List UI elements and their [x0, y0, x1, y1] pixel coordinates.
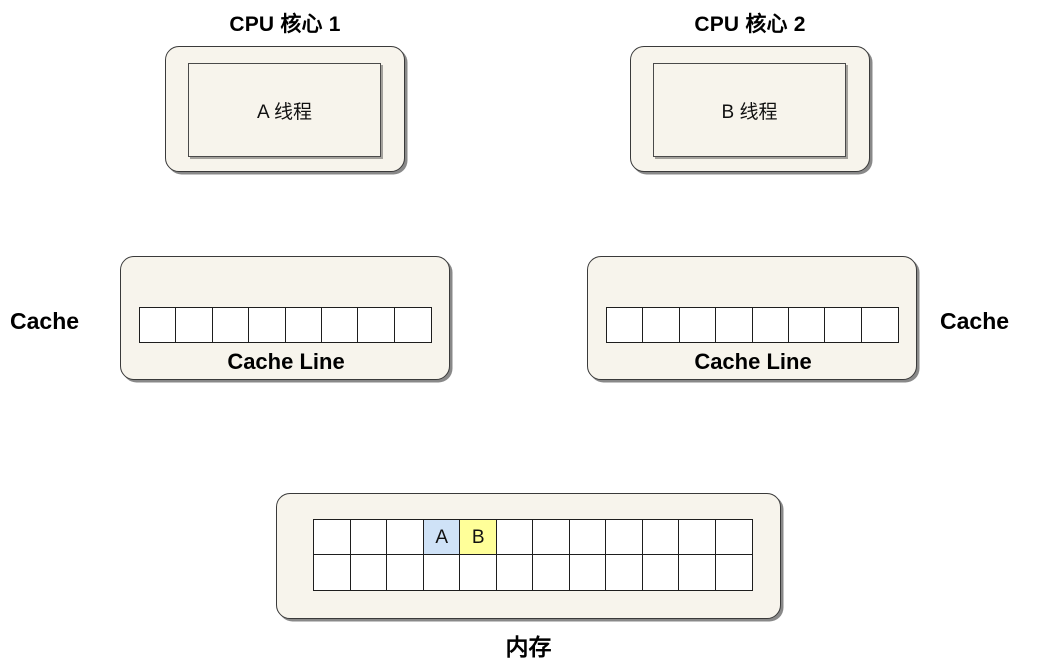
memory-cell-b: B [459, 519, 498, 556]
cache-cell [751, 307, 790, 343]
memory-cell [459, 554, 498, 592]
thread-a-box: A 线程 [188, 63, 381, 157]
memory-cell [349, 519, 388, 556]
memory-cell [349, 554, 388, 592]
cache-cell [824, 307, 863, 343]
cache-cell [642, 307, 681, 343]
cache-left-line-label: Cache Line [227, 349, 345, 374]
cache-cell [139, 307, 178, 343]
cache-cell [678, 307, 717, 343]
cache-right-side-label: Cache [940, 308, 1010, 334]
memory-cell [532, 519, 571, 556]
cache-cell [393, 307, 432, 343]
memory-cell [605, 554, 644, 592]
cache-left-side-label: Cache [10, 308, 80, 334]
memory-cell [714, 554, 754, 592]
memory-cell [313, 519, 352, 556]
memory-cell [641, 554, 680, 592]
memory-cell [422, 554, 461, 592]
cache-right: Cache Line [587, 256, 917, 380]
core-2-title: CPU 核心 2 [694, 13, 806, 36]
cache-cell [321, 307, 360, 343]
cache-right-line-label: Cache Line [694, 349, 812, 374]
memory-cell [313, 554, 352, 592]
cache-left-line [139, 307, 432, 343]
cache-cell [284, 307, 323, 343]
memory-cell [605, 519, 644, 556]
memory-cell [714, 519, 754, 556]
cache-cell [860, 307, 899, 343]
memory-cell [568, 519, 607, 556]
memory-cell-a: A [422, 519, 461, 556]
thread-b-label: B 线程 [721, 101, 778, 123]
memory-label: 内存 [505, 634, 552, 660]
thread-b-box: B 线程 [653, 63, 846, 157]
cache-cell [788, 307, 827, 343]
thread-a-label: A 线程 [257, 101, 312, 123]
core-1-title: CPU 核心 1 [229, 13, 341, 36]
memory-cell [495, 519, 534, 556]
cpu-core-1: A 线程 [165, 46, 405, 172]
cpu-core-2: B 线程 [630, 46, 870, 172]
cache-cell [211, 307, 250, 343]
cache-right-line [606, 307, 899, 343]
memory-cell [568, 554, 607, 592]
cache-cell [715, 307, 754, 343]
cache-cell [357, 307, 396, 343]
cache-cell [606, 307, 645, 343]
memory-cell [532, 554, 571, 592]
cache-cell [175, 307, 214, 343]
cache-cell [248, 307, 287, 343]
memory-cell [386, 519, 425, 556]
memory-cell [678, 519, 717, 556]
memory-cell [641, 519, 680, 556]
memory-cell [495, 554, 534, 592]
memory-cell [678, 554, 717, 592]
cache-left: Cache Line [120, 256, 450, 380]
memory-cell [386, 554, 425, 592]
memory-row [313, 554, 754, 592]
